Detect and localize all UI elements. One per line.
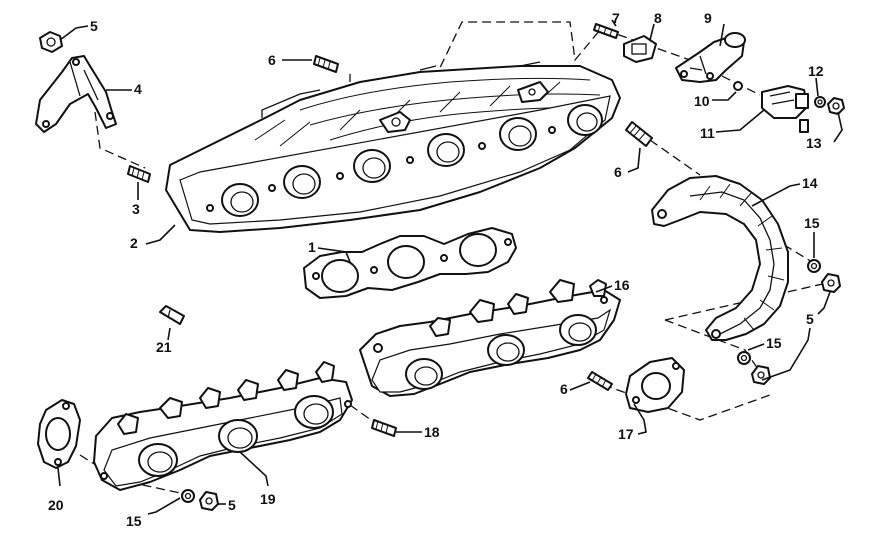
label-6-top: 6 xyxy=(268,52,276,68)
washer-15-right-top xyxy=(807,259,821,273)
label-16: 16 xyxy=(614,277,630,293)
label-8: 8 xyxy=(654,10,662,26)
label-9: 9 xyxy=(704,10,712,26)
label-1: 1 xyxy=(308,239,316,255)
washer-15-bottom xyxy=(181,489,195,503)
stud-18 xyxy=(371,419,397,437)
label-5-right: 5 xyxy=(806,311,814,327)
label-2: 2 xyxy=(130,235,138,251)
washer-15-right-bottom xyxy=(737,351,751,365)
leader-lines xyxy=(57,19,843,515)
label-7: 7 xyxy=(612,10,620,26)
gasket-17 xyxy=(625,357,685,413)
label-15-bottom: 15 xyxy=(126,513,142,529)
label-6-right: 6 xyxy=(614,164,622,180)
label-17: 17 xyxy=(618,426,634,442)
stud-7 xyxy=(593,23,619,39)
stud-6-top xyxy=(313,55,339,73)
label-3: 3 xyxy=(132,201,140,217)
exhaust-manifold-19 xyxy=(93,361,353,491)
gasket-8 xyxy=(623,35,657,63)
label-12: 12 xyxy=(808,63,824,79)
fitting-11 xyxy=(761,85,809,133)
bracket-4 xyxy=(35,55,117,133)
stud-3 xyxy=(127,165,151,183)
label-19: 19 xyxy=(260,491,276,507)
exhaust-manifold-16 xyxy=(359,279,621,397)
label-13: 13 xyxy=(806,135,822,151)
label-5-top: 5 xyxy=(90,18,98,34)
stud-6-right xyxy=(625,121,653,147)
label-5-bottom: 5 xyxy=(228,497,236,513)
label-18: 18 xyxy=(424,424,440,440)
callout-labels: 5 4 3 2 6 6 7 8 9 10 11 12 13 14 15 5 15… xyxy=(48,10,824,529)
nut-5-right-bottom xyxy=(751,365,771,385)
heat-shield-14 xyxy=(651,175,789,341)
gasket-20 xyxy=(37,399,81,469)
gasket-1 xyxy=(303,227,517,299)
nut-5-bottom xyxy=(199,491,219,511)
label-4: 4 xyxy=(134,81,142,97)
stud-6-bottom xyxy=(587,371,613,391)
dowel-21 xyxy=(159,305,185,325)
nut-5-top xyxy=(39,31,63,53)
label-20: 20 xyxy=(48,497,64,513)
label-15-right-top: 15 xyxy=(804,215,820,231)
label-6-bottom: 6 xyxy=(560,381,568,397)
label-15-right-bottom: 15 xyxy=(766,335,782,351)
label-21: 21 xyxy=(156,339,172,355)
manifold-2 xyxy=(165,61,621,233)
nut-5-right xyxy=(821,273,841,293)
washer-12 xyxy=(814,96,826,108)
elbow-9 xyxy=(675,32,746,83)
label-14: 14 xyxy=(802,175,818,191)
label-11: 11 xyxy=(700,125,715,141)
nut-13 xyxy=(827,97,845,115)
pin-10 xyxy=(733,81,743,91)
label-10: 10 xyxy=(694,93,710,109)
